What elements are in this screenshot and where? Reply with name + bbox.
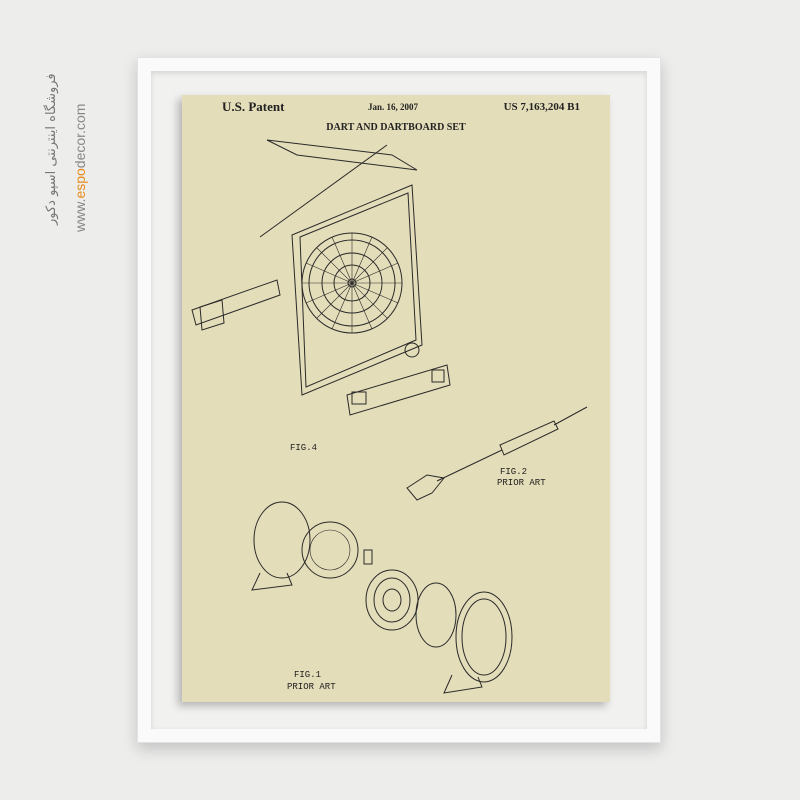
fig4-dartboard-cabinet (191, 139, 451, 416)
patent-poster: U.S. Patent Jan. 16, 2007 US 7,163,204 B… (182, 95, 610, 702)
watermark-persian: فروشگاه اینترنتی اسپو دکور (44, 73, 59, 225)
fig1-exploded-dartboard (251, 501, 513, 694)
fig2-prior-art: PRIOR ART (497, 478, 546, 488)
fig1-label: FIG.1 (294, 670, 322, 680)
url-brand: espo (72, 168, 88, 199)
patent-drawing (191, 139, 588, 694)
patent-number: US 7,163,204 B1 (503, 101, 580, 113)
patent-date: Jan. 16, 2007 (368, 102, 419, 112)
patent-title: DART AND DARTBOARD SET (326, 122, 466, 133)
fig1-prior-art: PRIOR ART (287, 682, 336, 692)
fig2-label: FIG.2 (500, 467, 528, 477)
fig2-dart (406, 406, 588, 501)
url-suffix: decor.com (72, 103, 88, 169)
watermark-url: www.espodecor.com (72, 104, 88, 232)
url-prefix: www. (72, 198, 88, 232)
patent-label: U.S. Patent (222, 99, 285, 114)
fig4-label: FIG.4 (290, 443, 318, 453)
